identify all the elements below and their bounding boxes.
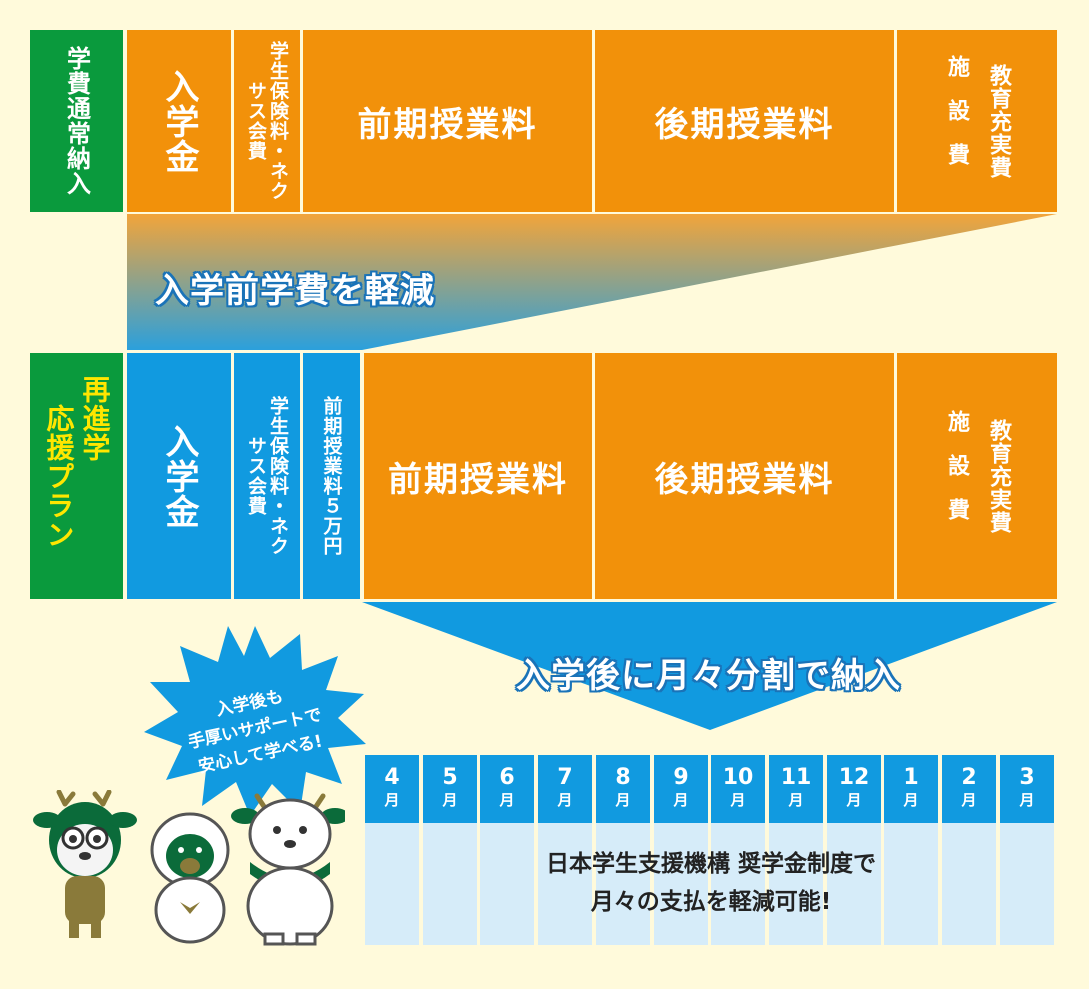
month-payment-cell-8: [827, 823, 881, 945]
scholarship-line-2: 月々の支払を軽減可能!: [590, 889, 832, 915]
plan-deposit-text: 前期授業料５万円: [320, 396, 343, 556]
month-unit: 月: [384, 791, 400, 809]
month-payment-cell-2: [480, 823, 534, 945]
top-insurance-cell: 学生保険料・ネクサス会費: [234, 30, 300, 212]
month-unit: 月: [615, 791, 631, 809]
month-payment-cell-10: [942, 823, 996, 945]
month-unit: 月: [788, 791, 804, 809]
month-payment-cell-1: [423, 823, 477, 945]
month-number: 12: [838, 765, 870, 790]
month-payment-cell-9: [884, 823, 938, 945]
alpaca-mascot: [150, 812, 230, 944]
plan-second-tuition-cell: 後期授業料: [595, 353, 894, 599]
mascots: [33, 790, 345, 946]
plan-admission-text: 入学金: [159, 423, 199, 529]
plan-admission-cell: 入学金: [127, 353, 231, 599]
month-unit: 月: [1019, 791, 1035, 809]
top-admission-text: 入学金: [159, 68, 199, 174]
standard-payment-label: 学費通常納入: [30, 30, 123, 212]
month-unit: 月: [730, 791, 746, 809]
monthly-arrow: [362, 602, 1057, 730]
plan-label-text-a: 再進学: [78, 375, 112, 462]
month-number: 9: [673, 765, 689, 790]
plan-insurance-text: 学生保険料・ネクサス会費: [245, 396, 289, 556]
month-number: 7: [557, 765, 573, 790]
standard-payment-text: 学費通常納入: [62, 46, 91, 196]
burst-shape: [144, 626, 366, 816]
month-number: 11: [780, 765, 812, 790]
top-first-tuition-text: 前期授業料: [357, 104, 538, 145]
month-number: 1: [903, 765, 919, 790]
month-unit: 月: [499, 791, 515, 809]
month-payment-cell-4: [596, 823, 650, 945]
plan-second-tuition-text: 後期授業料: [654, 459, 835, 500]
plan-label-text-b: 応援プラン: [42, 403, 76, 549]
month-number: 3: [1019, 765, 1035, 790]
plan-first-tuition-text: 前期授業料: [388, 459, 568, 500]
month-payment-cell-5: [654, 823, 708, 945]
month-unit: 月: [903, 791, 919, 809]
month-unit: 月: [557, 791, 573, 809]
month-payment-cell-11: [1000, 823, 1054, 945]
plan-facilities-text-a: 施設費: [944, 410, 969, 542]
scholarship-note: 日本学生支援機構 奨学金制度で 月々の支払を軽減可能!: [364, 845, 1058, 921]
month-unit: 月: [846, 791, 862, 809]
top-second-tuition-text: 後期授業料: [654, 104, 835, 145]
month-number: 10: [722, 765, 754, 790]
top-facilities-text-a: 施設費: [944, 55, 969, 187]
plan-insurance-cell: 学生保険料・ネクサス会費: [234, 353, 300, 599]
speech-burst: [144, 626, 366, 816]
plan-label: 応援プラン 再進学: [30, 353, 123, 599]
deer-mascot: [33, 790, 137, 938]
top-admission-cell: 入学金: [127, 30, 231, 212]
goat-mascot: [231, 793, 345, 946]
month-number: 2: [961, 765, 977, 790]
reduction-label: 入学前学費を軽減: [155, 271, 435, 311]
month-number: 6: [499, 765, 515, 790]
month-number: 4: [384, 765, 400, 790]
month-payment-cell-3: [538, 823, 592, 945]
month-payment-cell-6: [711, 823, 765, 945]
top-facilities-cell: 施設費 教育充実費: [897, 30, 1057, 212]
monthly-label: 入学後に月々分割で納入: [516, 656, 901, 696]
scholarship-line-1: 日本学生支援機構 奨学金制度で: [545, 851, 876, 877]
month-unit: 月: [961, 791, 977, 809]
plan-facilities-text-b: 教育充実費: [986, 418, 1011, 534]
month-unit: 月: [673, 791, 689, 809]
top-second-tuition-cell: 後期授業料: [595, 30, 894, 212]
top-first-tuition-cell: 前期授業料: [303, 30, 592, 212]
month-payment-cell-0: [365, 823, 419, 945]
month-unit: 月: [442, 791, 458, 809]
plan-deposit-cell: 前期授業料５万円: [303, 353, 360, 599]
plan-first-tuition-cell: 前期授業料: [364, 353, 592, 599]
month-number: 8: [615, 765, 631, 790]
month-number: 5: [442, 765, 458, 790]
top-facilities-text-b: 教育充実費: [986, 63, 1011, 179]
month-payment-cell-7: [769, 823, 823, 945]
reduction-wedge: [127, 214, 1057, 350]
plan-facilities-cell: 施設費 教育充実費: [897, 353, 1057, 599]
top-insurance-text: 学生保険料・ネクサス会費: [245, 41, 289, 201]
